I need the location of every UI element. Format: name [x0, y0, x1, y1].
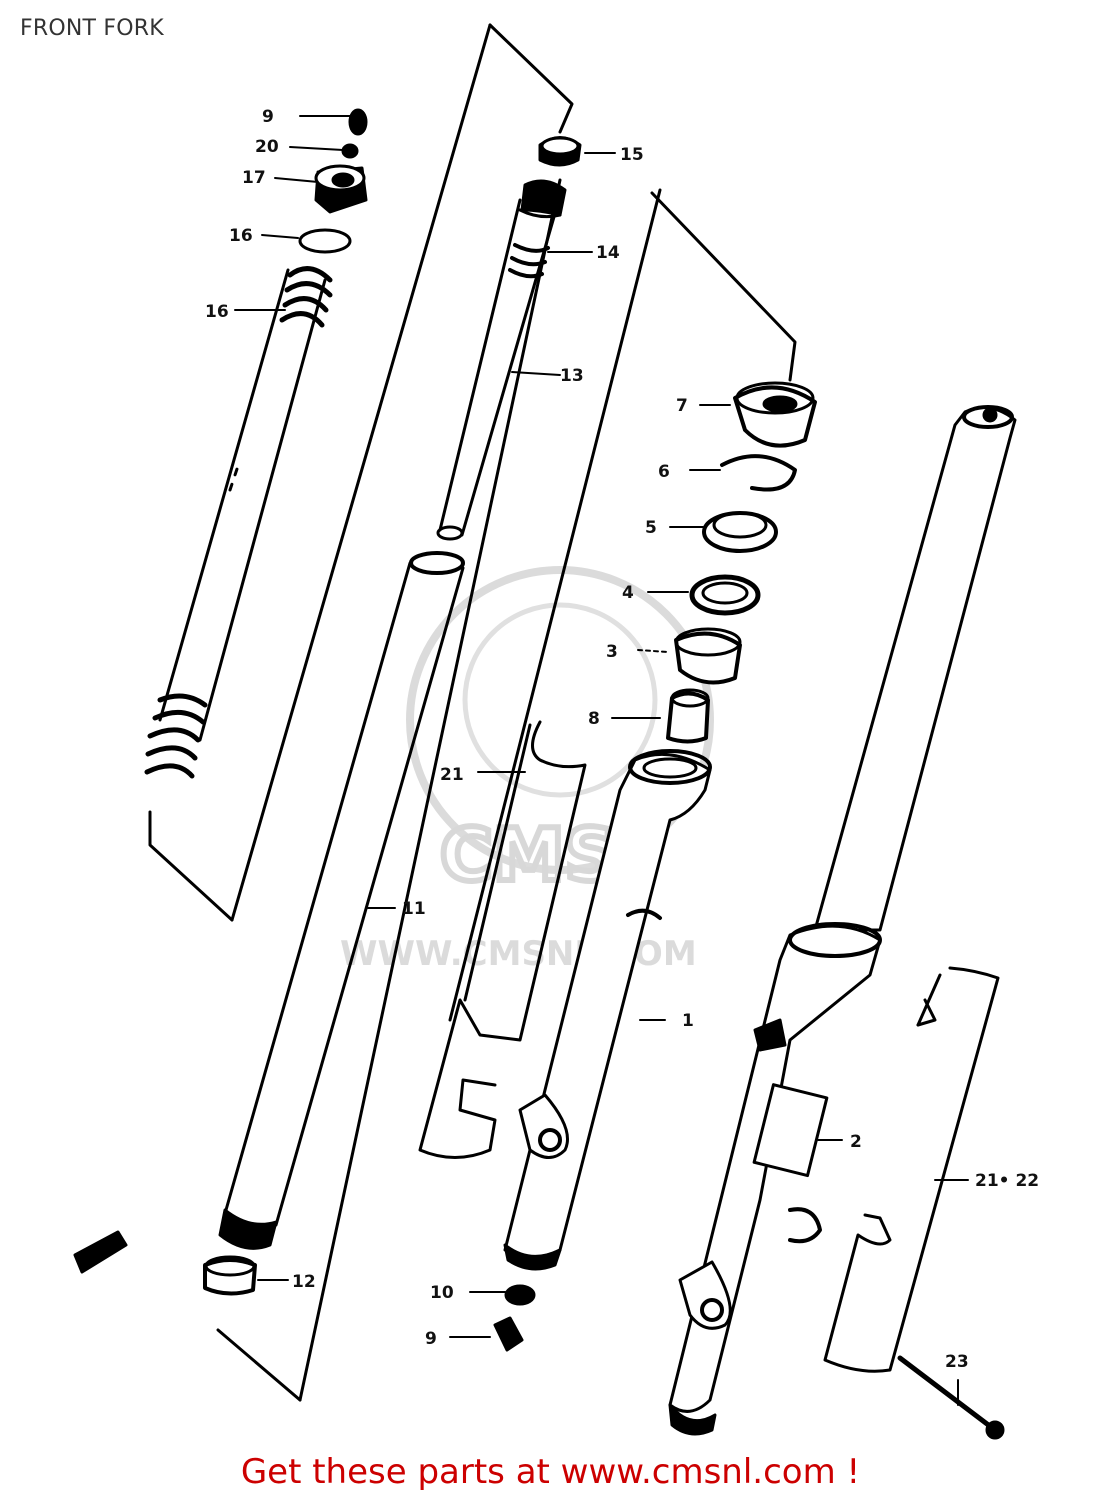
part-9-bolt	[449, 1316, 524, 1352]
callout-6: 6	[658, 462, 670, 482]
part-10-washer	[469, 1284, 536, 1306]
bracket-line-inner	[448, 188, 662, 1022]
callout-20: 20	[255, 137, 279, 157]
part-13-damper-rod	[436, 179, 593, 541]
part-4-washer	[647, 574, 761, 616]
callout-1: 1	[682, 1011, 694, 1031]
callout-16a: 16	[229, 226, 253, 246]
callout-13: 13	[560, 366, 584, 386]
page-title: FRONT FORK	[20, 16, 164, 41]
part-20-washer	[289, 143, 359, 159]
part-21-boot-left	[418, 720, 587, 1159]
part-8-oil-lock-piece	[611, 688, 710, 744]
callout-labels: 9 20 17 16 16 15 14 13 7 6 5 4 3 8 21 11…	[205, 107, 1039, 1372]
part-1-outer-tube-left	[503, 749, 712, 1271]
callout-19: 9	[262, 107, 274, 127]
footer-cta-link[interactable]: Get these parts at www.cmsnl.com !	[240, 1452, 861, 1492]
callout-5: 5	[645, 518, 657, 538]
callout-16b: 16	[205, 302, 229, 322]
callout-10: 10	[430, 1283, 454, 1303]
part-6-clip	[689, 454, 797, 492]
line-art	[73, 23, 1017, 1440]
callout-2: 2	[850, 1132, 862, 1152]
part-11-fork-tube	[218, 551, 465, 1250]
callout-21: 21	[440, 765, 464, 785]
part-19-bolt	[299, 108, 368, 136]
callout-23: 23	[945, 1352, 969, 1372]
part-2-fork-assembly-right	[668, 405, 1017, 1436]
bracket-line-left-bottom	[148, 810, 234, 922]
callout-8: 8	[588, 709, 600, 729]
callout-21-22: 21• 22	[975, 1171, 1039, 1191]
part-23-drain-screw	[897, 1355, 1005, 1440]
callout-9: 9	[425, 1329, 437, 1349]
callout-4: 4	[622, 583, 634, 603]
part-3-bushing	[637, 627, 742, 685]
bracket-line-outer-long	[298, 178, 562, 1402]
part-7-dust-seal	[699, 381, 817, 448]
part-17-cap	[274, 164, 368, 214]
callout-14: 14	[596, 243, 620, 263]
callout-3: 3	[606, 642, 618, 662]
bracket-outline-right	[650, 191, 797, 382]
exploded-parts-diagram: CMS WWW.CMSNL.COM	[73, 23, 1039, 1440]
watermark-logo-inner-ring	[462, 602, 658, 798]
part-5-oil-seal	[669, 511, 778, 553]
callout-17: 17	[242, 168, 266, 188]
bracket-line-outer-bottom	[216, 1328, 302, 1402]
callout-7: 7	[676, 396, 688, 416]
part-12-ring	[203, 1255, 289, 1296]
part-21-22-boot-right	[823, 966, 1000, 1373]
part-15-seal	[538, 136, 616, 167]
callout-15: 15	[620, 145, 644, 165]
bracket-outline-left	[488, 23, 574, 134]
watermark-logo-text: CMS	[440, 813, 616, 897]
callout-11: 11	[402, 899, 426, 919]
part-16-spring	[144, 266, 333, 779]
part-16-oring	[261, 228, 352, 254]
bracket-line-left-long	[230, 23, 492, 922]
callout-12: 12	[292, 1272, 316, 1292]
part-loose-plug	[73, 1230, 128, 1274]
